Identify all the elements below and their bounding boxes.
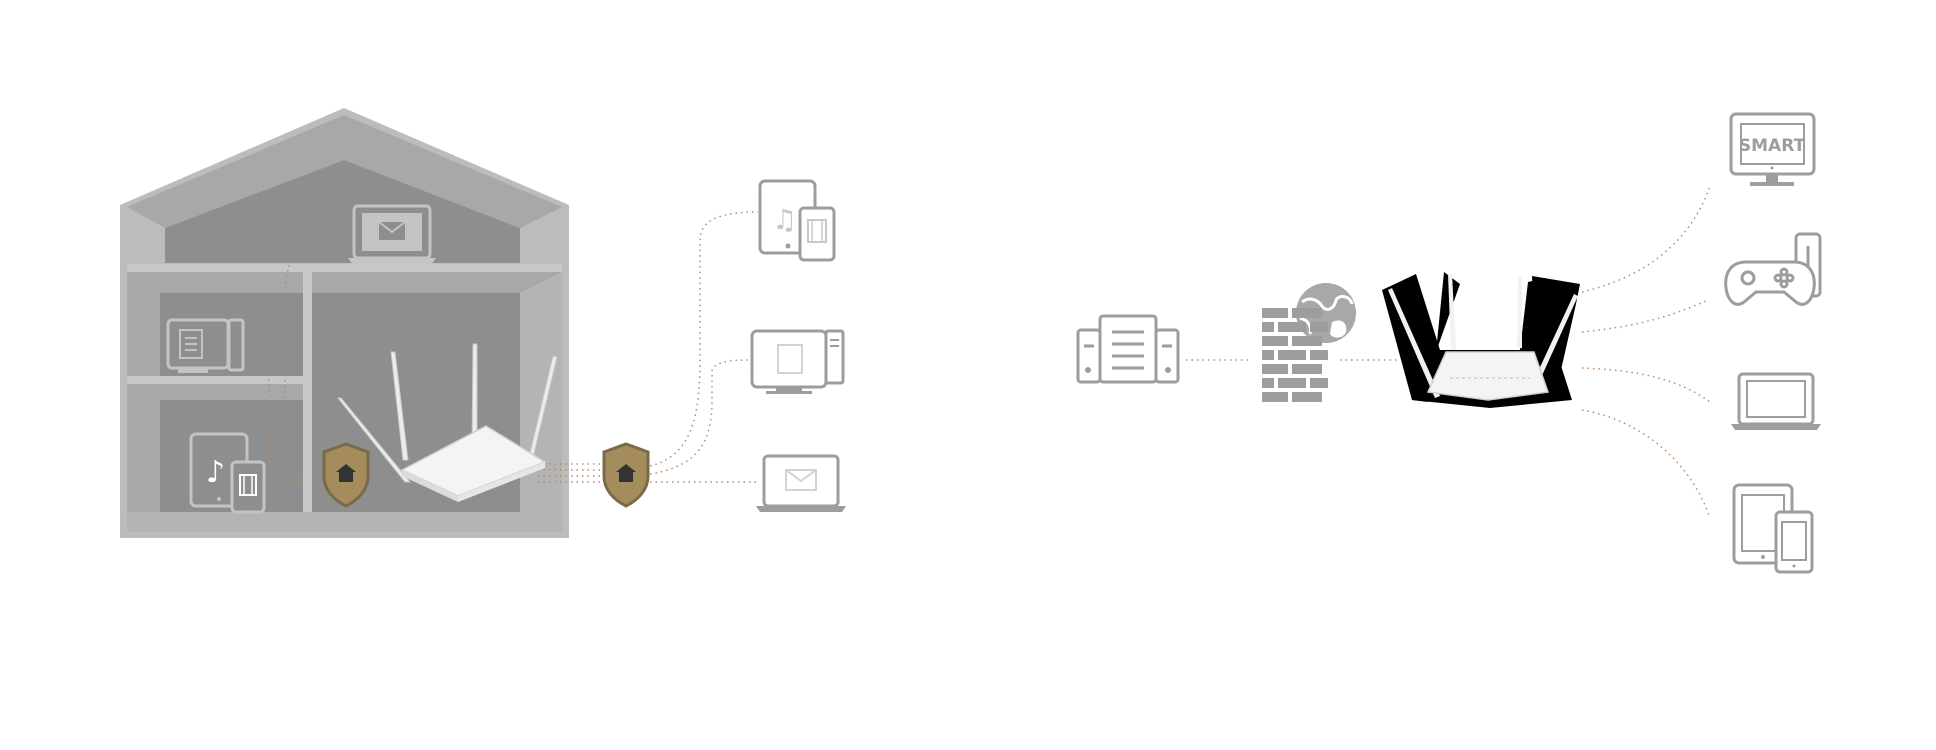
game-console-icon [1724, 232, 1822, 306]
house [120, 108, 569, 538]
svg-text:♪: ♪ [206, 455, 225, 490]
home-shield-icon [322, 442, 370, 508]
laptop-envelope-icon [348, 204, 436, 264]
router-icon [1382, 272, 1580, 408]
fanout-connectors [1581, 185, 1711, 519]
laptop-envelope-icon [756, 454, 846, 512]
firewall-icon [1262, 308, 1328, 402]
phone-film-icon [798, 206, 836, 262]
desktop-document-icon [750, 329, 845, 394]
svg-text:♫: ♫ [772, 203, 797, 236]
home-shield-icon [602, 442, 650, 508]
house-connectors [238, 234, 610, 483]
router-icon [336, 343, 558, 502]
phone-film-icon [230, 460, 266, 514]
smart-tv-icon: SMART [1729, 112, 1816, 186]
desktop-document-icon [166, 318, 245, 373]
server-icon [1076, 314, 1180, 384]
tablet-phone-icon [1732, 483, 1814, 574]
outer-connectors [649, 211, 759, 483]
laptop-icon [1731, 372, 1821, 430]
smart-tv-label: SMART [1739, 136, 1806, 156]
